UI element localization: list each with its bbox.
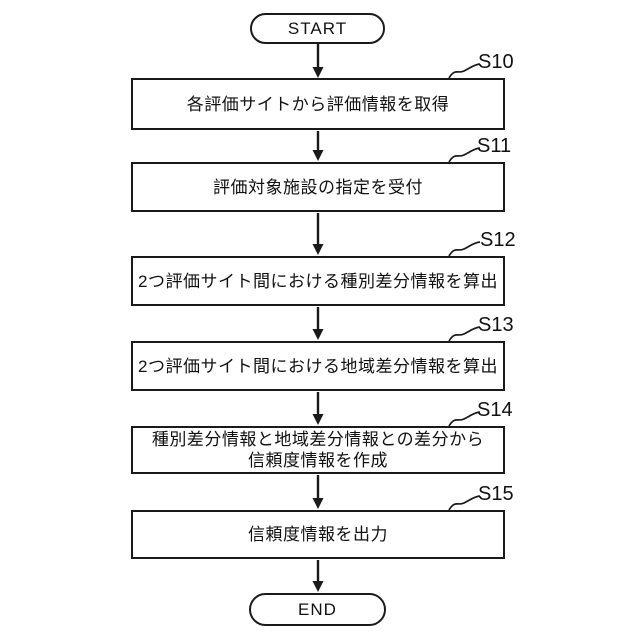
step-label-s11: S11 — [477, 135, 512, 157]
leader-line — [448, 411, 481, 427]
step-label-s13: S13 — [478, 314, 514, 336]
process-text: 2つ評価サイト間における地域差分情報を算出 — [138, 356, 498, 376]
leader-line — [448, 63, 481, 79]
flow-arrow — [312, 213, 324, 255]
process-text: 2つ評価サイト間における種別差分情報を算出 — [138, 271, 498, 291]
end-label: END — [298, 599, 337, 619]
process-box-s14: 種別差分情報と地域差分情報との差分から 信頼度情報を作成 — [131, 426, 505, 474]
process-box-s15: 信頼度情報を出力 — [131, 510, 505, 559]
step-label-s10: S10 — [478, 51, 514, 73]
process-text: 信頼度情報を作成 — [248, 451, 388, 470]
step-label-s15: S15 — [478, 483, 514, 505]
start-label: START — [287, 18, 348, 38]
process-box-s12: 2つ評価サイト間における種別差分情報を算出 — [131, 256, 505, 306]
flow-arrow — [312, 131, 324, 161]
flow-arrow — [312, 307, 324, 340]
process-box-s13: 2つ評価サイト間における地域差分情報を算出 — [131, 341, 505, 391]
process-text: 各評価サイトから評価情報を取得 — [186, 94, 450, 114]
step-label-s12: S12 — [480, 229, 516, 251]
process-text: 評価対象施設の指定を受付 — [213, 177, 423, 197]
process-text: 種別差分情報と地域差分情報との差分から — [151, 430, 485, 449]
leader-line — [448, 495, 481, 511]
flow-arrow — [312, 560, 324, 592]
process-box-s10: 各評価サイトから評価情報を取得 — [131, 78, 505, 130]
leader-line — [448, 147, 481, 163]
flow-arrow — [312, 392, 324, 425]
end-node: END — [249, 593, 386, 626]
process-text: 信頼度情報を出力 — [248, 525, 388, 544]
start-node: START — [250, 13, 385, 44]
leader-line — [448, 326, 481, 342]
leader-line — [448, 241, 481, 257]
flow-arrow — [312, 44, 324, 78]
step-label-s14: S14 — [477, 399, 513, 421]
process-box-s11: 評価対象施設の指定を受付 — [131, 162, 505, 212]
flow-arrow — [312, 475, 324, 509]
